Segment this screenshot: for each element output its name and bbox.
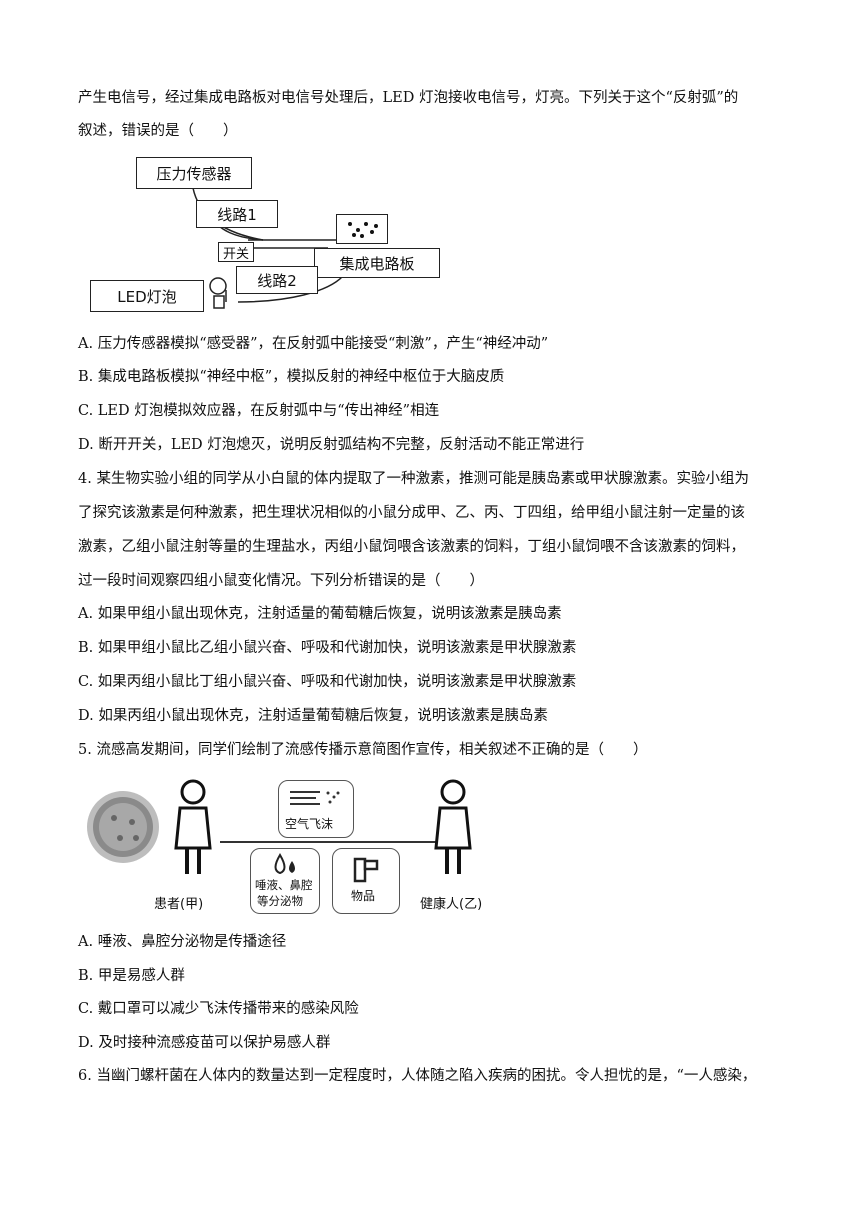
healthy-person-label: 健康人(乙)	[420, 897, 483, 912]
q4-stem-line-3: 激素，乙组小鼠注射等量的生理盐水，丙组小鼠饲喂含该激素的饲料，丁组小鼠饲喂不含该…	[78, 539, 745, 555]
wind-icon	[290, 791, 340, 805]
q4-stem-line-4: 过一段时间观察四组小鼠变化情况。下列分析错误的是（ ）	[78, 573, 484, 589]
droplet-icon	[274, 853, 295, 875]
signal-icon	[336, 214, 388, 244]
wire-1-label: 线路1	[196, 200, 278, 228]
flu-transmission-diagram: 患者(甲) 空气飞沫 唾液、鼻腔 等分泌物 物品 健康人(	[78, 778, 498, 918]
circuit-board-box: 集成电路板	[314, 248, 440, 278]
q4-option-c: C. 如果丙组小鼠比丁组小鼠兴奋、呼吸和代谢加快，说明该激素是甲状腺激素	[78, 674, 577, 690]
q3-intro-line-2: 叙述，错误的是（ ）	[78, 123, 238, 139]
q5-stem: 5. 流感高发期间，同学们绘制了流感传播示意简图作宣传，相关叙述不正确的是（ ）	[78, 742, 648, 758]
q3-intro-line-1: 产生电信号，经过集成电路板对电信号处理后，LED 灯泡接收电信号，灯亮。下列关于…	[78, 90, 739, 106]
items-label: 物品	[351, 889, 376, 903]
q5-option-d: D. 及时接种流感疫苗可以保护易感人群	[78, 1035, 331, 1051]
saliva-label-line-1: 唾液、鼻腔	[255, 878, 313, 892]
q4-stem-line-2: 了探究该激素是何种激素，把生理状况相似的小鼠分成甲、乙、丙、丁四组，给甲组小鼠注…	[78, 505, 745, 521]
virus-icon	[87, 791, 159, 863]
saliva-label-line-2: 等分泌物	[257, 894, 303, 908]
wire-2-label: 线路2	[236, 266, 318, 294]
airborne-droplets-card: 空气飞沫	[278, 780, 354, 838]
items-card: 物品	[332, 848, 400, 914]
q3-option-c: C. LED 灯泡模拟效应器，在反射弧中与“传出神经”相连	[78, 403, 440, 419]
pressure-sensor-box: 压力传感器	[136, 157, 252, 189]
patient-label: 患者(甲)	[154, 897, 204, 912]
q3-option-d: D. 断开开关，LED 灯泡熄灭，说明反射弧结构不完整，反射活动不能正常进行	[78, 437, 585, 453]
q4-stem-line-1: 4. 某生物实验小组的同学从小白鼠的体内提取了一种激素，推测可能是胰岛素或甲状腺…	[78, 471, 749, 487]
q6-stem: 6. 当幽门螺杆菌在人体内的数量达到一定程度时，人体随之陷入疾病的困扰。令人担忧…	[78, 1068, 757, 1084]
saliva-secretions-card: 唾液、鼻腔 等分泌物	[250, 848, 320, 914]
led-bulb-box: LED灯泡	[90, 280, 204, 312]
airborne-droplets-label: 空气飞沫	[285, 817, 334, 831]
dots-icon	[348, 222, 378, 238]
q5-option-a: A. 唾液、鼻腔分泌物是传播途径	[78, 934, 287, 950]
light-bulb-icon	[209, 277, 227, 309]
switch-label: 开关	[218, 242, 254, 262]
healthy-person-figure-icon	[434, 779, 472, 874]
q4-option-a: A. 如果甲组小鼠出现休克，注射适量的葡萄糖后恢复，说明该激素是胰岛素	[78, 606, 562, 622]
reflex-arc-diagram: 压力传感器 线路1 开关 集成电路板 线路2 LED灯泡	[88, 152, 448, 317]
object-icon	[353, 857, 379, 883]
q4-option-d: D. 如果丙组小鼠出现休克，注射适量葡萄糖后恢复，说明该激素是胰岛素	[78, 708, 548, 724]
patient-figure-icon	[174, 779, 212, 874]
q5-option-b: B. 甲是易感人群	[78, 968, 185, 984]
q3-option-a: A. 压力传感器模拟“感受器”，在反射弧中能接受“刺激”，产生“神经冲动”	[78, 336, 549, 352]
q3-option-b: B. 集成电路板模拟“神经中枢”，模拟反射的神经中枢位于大脑皮质	[78, 369, 505, 385]
q5-option-c: C. 戴口罩可以减少飞沫传播带来的感染风险	[78, 1001, 359, 1017]
q4-option-b: B. 如果甲组小鼠比乙组小鼠兴奋、呼吸和代谢加快，说明该激素是甲状腺激素	[78, 640, 577, 656]
